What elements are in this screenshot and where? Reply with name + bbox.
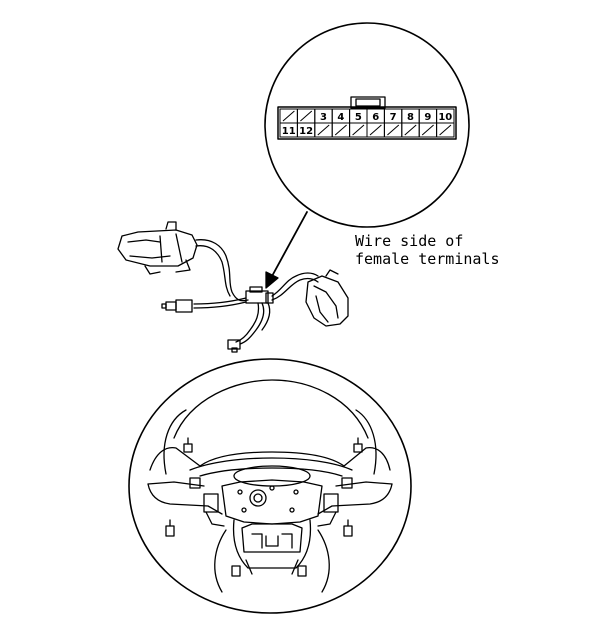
terminal-number: 4 [337,112,344,123]
right-switch-assembly [305,269,349,327]
left-switch-assembly [117,221,198,275]
terminal-number: 10 [438,112,452,123]
terminal-number: 5 [355,112,362,123]
unused-cavity-mark [282,110,295,122]
unused-cavity-mark [300,110,313,122]
wire-harness [161,239,319,353]
mounting-bolts [165,437,363,577]
terminal-number: 9 [424,112,431,123]
steering-wheel [128,358,412,614]
terminal-number: 7 [390,112,397,123]
pointer-arrow [265,211,308,289]
caption-line-2: female terminals [355,250,500,268]
unused-cavity-mark [387,124,400,136]
terminal-number: 3 [320,112,327,123]
unused-cavity-mark [421,124,434,136]
terminal-number: 8 [407,112,414,123]
terminal-number: 11 [282,126,296,137]
unused-cavity-mark [334,124,347,136]
terminal-number: 6 [372,112,379,123]
unused-cavity-mark [369,124,382,136]
unused-cavity-mark [352,124,365,136]
terminal-number: 12 [299,126,313,137]
connector-detail-circle [264,22,470,228]
caption: Wire side of female terminals [355,232,500,268]
unused-cavity-mark [404,124,417,136]
unused-cavity-mark [317,124,330,136]
connector-cavity [436,122,455,138]
unused-cavity-mark [439,124,452,136]
connector-face [277,96,457,140]
caption-line-1: Wire side of [355,232,463,250]
